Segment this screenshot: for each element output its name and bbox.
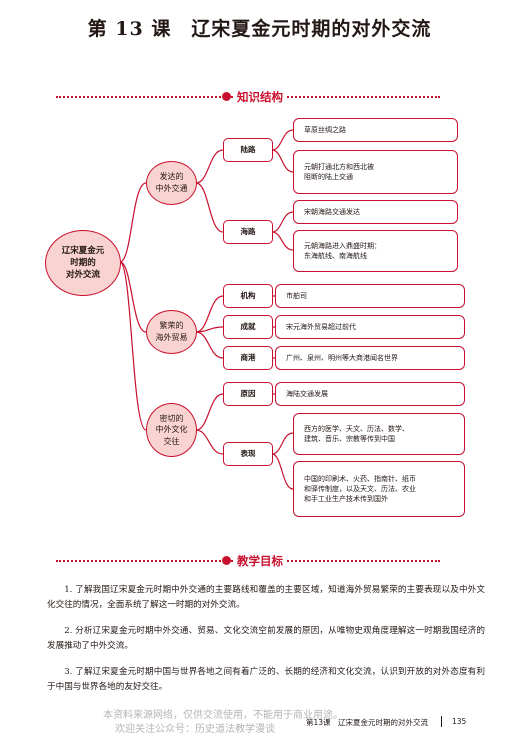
mindmap-node-institution: 机构 [223, 284, 273, 308]
mindmap-leaf: 广州、泉州、明州等大商港闻名世界 [275, 346, 465, 370]
mindmap-node-achievement: 成就 [223, 315, 273, 339]
mindmap-leaf: 草原丝绸之路 [293, 118, 458, 142]
mindmap-leaf: 中国的印刷术、火药、指南针、纸币和驿传制度，以及天文、历法、农业和手工业生产技术… [293, 461, 465, 517]
mindmap-node-manifestation: 表现 [223, 442, 273, 466]
section-heading-structure: 知识结构 [234, 89, 286, 105]
page-number: 135 [452, 717, 467, 726]
mindmap-leaf: 元朝打通北方和西北被阻断的陆上交通 [293, 150, 458, 194]
mindmap-leaf: 宋朝海路交通发达 [293, 200, 458, 224]
mindmap-leaf: 宋元海外贸易超过前代 [275, 315, 465, 339]
page-title: 第 13 课 辽宋夏金元时期的对外交流 [87, 18, 432, 40]
objective-paragraph: 1. 了解我国辽宋夏金元时期中外交通的主要路线和覆盖的主要区域，知道海外贸易繁荣… [47, 585, 485, 610]
mindmap-leaf: 西方的医学、天文、历法、数学、建筑、音乐、宗教等传到中国 [293, 413, 465, 455]
section-bullet [222, 92, 231, 101]
mindmap-branch-culture: 密切的中外文化交往 [146, 403, 197, 457]
mindmap-node-land-route: 陆路 [223, 138, 273, 162]
watermark-line: 欢迎关注公众号：历史道法教学漫谈 [115, 724, 275, 735]
section-heading-objectives: 教学目标 [234, 553, 286, 569]
footer-divider [441, 716, 442, 727]
footer-lesson-title: 第13课 辽宋夏金元时期的对外交流 [306, 718, 429, 727]
mindmap-node-reason: 原因 [223, 382, 273, 406]
section-bullet [222, 556, 231, 565]
objective-paragraph: 3. 了解辽宋夏金元时期中国与世界各地之间有着广泛的、长期的经济和文化交流，认识… [47, 667, 485, 692]
mindmap-node-port: 商港 [223, 346, 273, 370]
mindmap-branch-transport: 发达的中外交通 [146, 161, 197, 205]
mindmap-branch-trade: 繁荣的海外贸易 [146, 310, 197, 354]
objective-paragraph: 2. 分析辽宋夏金元时期中外交通、贸易、文化交流空前发展的原因，从唯物史观角度理… [47, 626, 485, 651]
mindmap-root-node: 辽宋夏金元时期的对外交流 [45, 230, 121, 296]
mindmap-node-sea-route: 海路 [223, 220, 273, 244]
mindmap-leaf: 市舶司 [275, 284, 465, 308]
watermark-line: 本资料来源网络，仅供交流使用，不能用于商业用途。 [103, 710, 343, 721]
mindmap-leaf: 元朝海路进入鼎盛时期：东海航线、南海航线 [293, 230, 458, 272]
mindmap-leaf: 海陆交通发展 [275, 382, 465, 406]
